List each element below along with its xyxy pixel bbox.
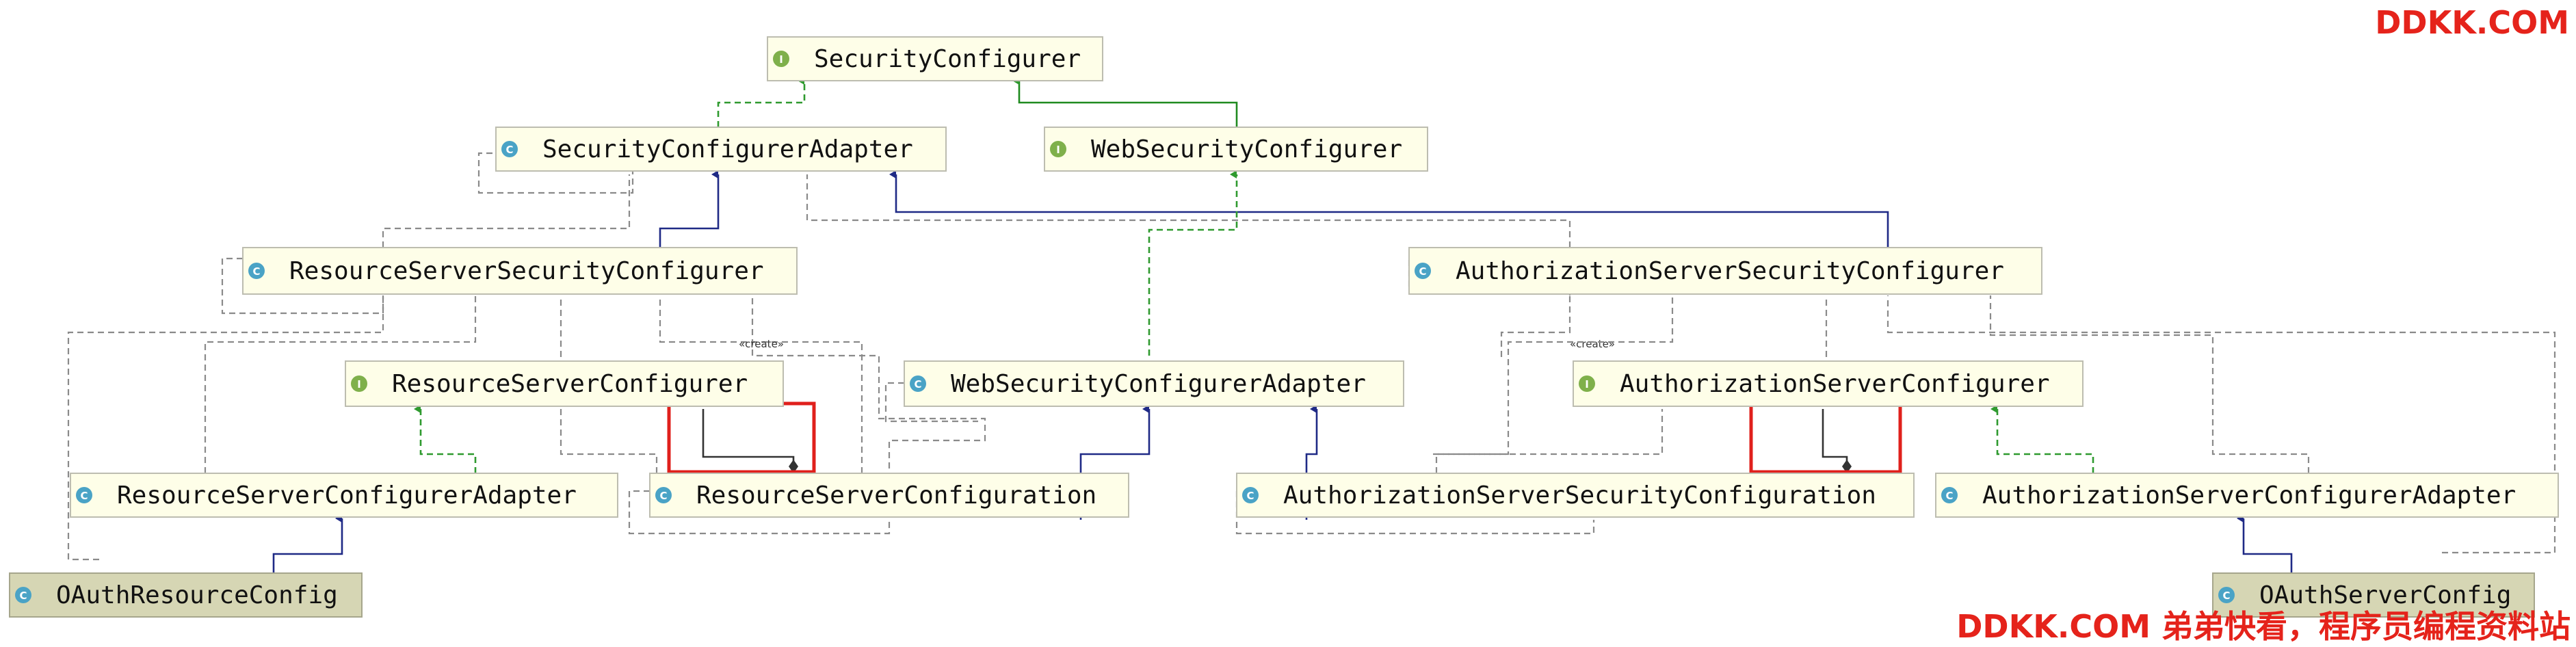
edge-oauth-resource-extends-rsca — [272, 514, 343, 575]
edge-rsconf-dep-resource-security — [659, 295, 863, 473]
edge-resource-security-dep-adapter — [382, 174, 631, 248]
node-label: OAuthServerConfig — [2259, 581, 2511, 609]
edge-websecurityconfigurer-extends-securityconfigurer — [1012, 77, 1238, 127]
edge-assconf-create-auth-security — [1433, 295, 1674, 455]
class-icon — [1415, 263, 1431, 279]
node-web-security-configurer[interactable]: I WebSecurityConfigurer — [1044, 127, 1428, 172]
node-resource-server-configuration[interactable]: C ResourceServerConfiguration — [649, 473, 1129, 518]
node-label: AuthorizationServerConfigurerAdapter — [1982, 481, 2516, 510]
svg-text:C: C — [252, 265, 260, 278]
node-authorization-server-configurer[interactable]: I AuthorizationServerConfigurer — [1573, 360, 2084, 407]
svg-text:I: I — [1056, 144, 1060, 156]
node-label: SecurityConfigurer — [814, 45, 1081, 73]
node-resource-server-security-configurer[interactable]: C ResourceServerSecurityConfigurer — [242, 247, 798, 295]
node-authorization-server-security-configuration[interactable]: C AuthorizationServerSecurityConfigurati… — [1236, 473, 1915, 518]
create-label-resource: «create» — [739, 338, 784, 350]
composition-diamond-auth — [1842, 460, 1852, 473]
node-label: ResourceServerConfigurerAdapter — [117, 481, 577, 510]
edge-asca-dep-auth-security — [1989, 295, 2310, 473]
svg-text:I: I — [779, 53, 783, 66]
class-icon — [501, 141, 518, 157]
node-label: OAuthResourceConfig — [56, 581, 338, 609]
node-label: SecurityConfigurerAdapter — [542, 135, 913, 163]
edge-assconf-dep-asc — [1435, 409, 1664, 473]
node-security-configurer-adapter[interactable]: C SecurityConfigurerAdapter — [495, 127, 947, 172]
node-label: AuthorizationServerSecurityConfiguration — [1283, 481, 1876, 510]
node-label: AuthorizationServerConfigurer — [1620, 370, 2050, 398]
svg-text:C: C — [659, 490, 667, 502]
edge-rsconf-dep-rsc — [560, 409, 658, 473]
edge-auth-security-dep-adapter — [806, 174, 1571, 248]
svg-text:C: C — [1419, 265, 1426, 278]
node-authorization-server-security-configurer[interactable]: C AuthorizationServerSecurityConfigurer — [1408, 247, 2042, 295]
edge-oauth-server-dep-auth-security — [1887, 295, 2556, 554]
svg-text:I: I — [1585, 378, 1589, 391]
node-label: ResourceServerSecurityConfigurer — [289, 257, 764, 285]
interface-icon — [1579, 375, 1595, 392]
node-resource-server-configurer[interactable]: I ResourceServerConfigurer — [345, 360, 784, 407]
class-icon — [248, 263, 265, 279]
highlight-box-auth — [1749, 401, 1902, 474]
node-label: WebSecurityConfigurerAdapter — [951, 370, 1366, 398]
edge-wsca-implements-websecurityconfigurer — [1148, 170, 1238, 356]
interface-icon — [773, 51, 789, 67]
watermark-bottom: DDKK.COM 弟弟快看，程序员编程资料站 — [1956, 608, 2571, 645]
composition-diamond-resource — [789, 460, 798, 473]
svg-text:C: C — [19, 590, 27, 602]
node-oauth-resource-config[interactable]: C OAuthResourceConfig — [9, 572, 363, 618]
class-icon — [655, 487, 672, 503]
watermark-top: DDKK.COM — [2375, 4, 2569, 41]
edge-resource-security-extends-adapter — [659, 170, 720, 248]
node-label: ResourceServerConfigurer — [392, 370, 748, 398]
edge-composition-auth — [1822, 409, 1848, 465]
svg-text:C: C — [2222, 590, 2230, 602]
svg-text:C: C — [914, 378, 921, 391]
node-resource-server-configurer-adapter[interactable]: C ResourceServerConfigurerAdapter — [70, 473, 618, 518]
svg-text:C: C — [1246, 490, 1254, 502]
interface-icon — [351, 375, 367, 392]
class-icon — [15, 587, 31, 603]
edge-rsconf-self — [628, 490, 891, 535]
edge-adapter-implements-securityconfigurer — [717, 77, 806, 127]
edge-oauth-server-extends-asca — [2237, 514, 2293, 575]
create-label-auth: «create» — [1570, 338, 1615, 350]
edge-wsca-self — [884, 382, 978, 423]
edge-rsca-implements-rsc — [414, 405, 477, 473]
svg-text:C: C — [80, 490, 88, 502]
edge-composition-resource — [702, 409, 795, 465]
edge-auth-security-extends-adapter — [889, 170, 1889, 248]
edge-rsca-dep-resource-security — [204, 295, 477, 473]
node-authorization-server-configurer-adapter[interactable]: C AuthorizationServerConfigurerAdapter — [1935, 473, 2559, 518]
class-icon — [1941, 487, 1958, 503]
class-icon — [2218, 587, 2235, 603]
edge-rsconf-create-resource-security — [751, 295, 986, 479]
edge-asc-dep-auth-security — [1500, 295, 1571, 357]
edge-asca-implements-asc — [1990, 405, 2094, 473]
node-security-configurer[interactable]: I SecurityConfigurer — [767, 36, 1103, 81]
svg-text:I: I — [357, 378, 361, 391]
edge-adapter-self-dependency — [477, 152, 634, 194]
node-web-security-configurer-adapter[interactable]: C WebSecurityConfigurerAdapter — [904, 360, 1404, 407]
interface-icon — [1050, 141, 1066, 157]
node-label: WebSecurityConfigurer — [1091, 135, 1402, 163]
node-label: AuthorizationServerSecurityConfigurer — [1456, 257, 2004, 285]
svg-text:C: C — [505, 144, 513, 156]
class-icon — [1242, 487, 1259, 503]
class-icon — [910, 375, 926, 392]
node-oauth-server-config[interactable]: C OAuthServerConfig — [2212, 572, 2535, 618]
edge-oauth-resource-dep-resource-security — [67, 295, 384, 561]
svg-text:C: C — [1945, 490, 1953, 502]
node-label: ResourceServerConfiguration — [696, 481, 1096, 510]
class-icon — [76, 487, 92, 503]
